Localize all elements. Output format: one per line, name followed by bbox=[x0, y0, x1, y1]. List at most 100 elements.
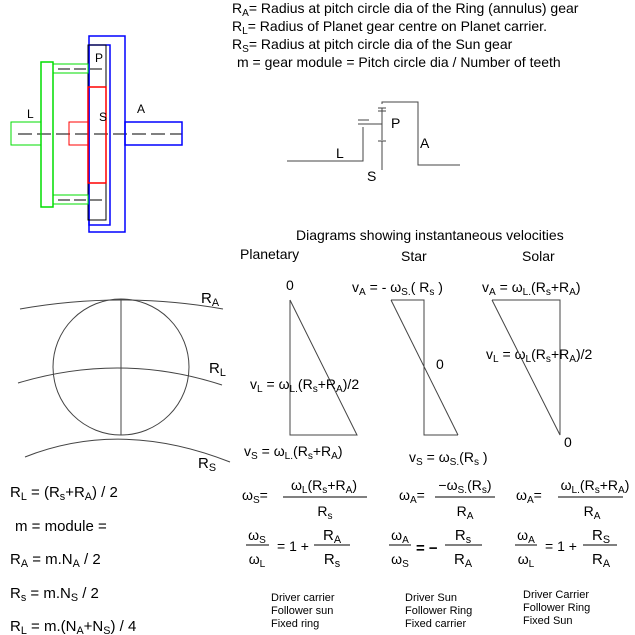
formula-text: ) / 2 bbox=[92, 484, 118, 501]
planetary-ratio-rnum: RA bbox=[323, 527, 342, 546]
subscript: A bbox=[618, 485, 625, 496]
gear-schematic: L P S A bbox=[287, 101, 460, 184]
star-velocity-triangle bbox=[390, 299, 459, 436]
formula-text: ) bbox=[576, 279, 581, 295]
subscript: A bbox=[410, 495, 417, 506]
definition-rl: RL= Radius of Planet gear centre on Plan… bbox=[232, 18, 547, 37]
formula-text: (R bbox=[531, 279, 546, 295]
formula-text: R bbox=[10, 585, 21, 602]
heading-planetary: Planetary bbox=[240, 246, 299, 262]
subscript: S bbox=[242, 44, 249, 55]
formula-text: (R bbox=[308, 477, 323, 493]
star-zero: 0 bbox=[436, 356, 444, 372]
label-carrier: L bbox=[27, 107, 34, 121]
formula-text: v bbox=[244, 443, 251, 459]
star-vs: vS = ωS.(Rs ) bbox=[409, 449, 488, 468]
formula-text: )/2 bbox=[576, 346, 593, 362]
solar-va: vA = ωL.(Rs+RA) bbox=[482, 279, 581, 298]
subscript: L bbox=[260, 559, 266, 570]
formula-text: = ω bbox=[258, 443, 285, 459]
ring-gear-inner bbox=[88, 44, 111, 226]
planetary-omega-lhs: ωS= bbox=[242, 487, 268, 506]
subscript: S bbox=[71, 592, 78, 604]
schematic-label-sun: S bbox=[367, 168, 376, 184]
subscript: L. bbox=[572, 485, 580, 496]
solar-omega-den: RA bbox=[584, 503, 601, 522]
relation-ra: RA = m.NA / 2 bbox=[10, 551, 101, 570]
formula-text: +R bbox=[551, 346, 569, 362]
subscript: A bbox=[465, 558, 473, 570]
formula-text: = ω bbox=[496, 279, 523, 295]
relation-rl: RL = (Rs+RA) / 2 bbox=[10, 484, 118, 503]
formula-text: R bbox=[10, 551, 21, 568]
formula-text: ω bbox=[561, 477, 572, 493]
star-note-follower: Follower Ring bbox=[405, 605, 472, 617]
subscript: A bbox=[402, 535, 409, 546]
formula-text: R bbox=[457, 503, 467, 519]
subscript: L. bbox=[285, 451, 293, 462]
label-sun: S bbox=[99, 110, 107, 124]
subscript: A bbox=[527, 495, 534, 506]
formula-text: = bbox=[260, 487, 268, 503]
planetary-note-follower: Follower sun bbox=[271, 605, 333, 617]
subscript: S bbox=[416, 457, 423, 468]
formula-text: −ω bbox=[438, 477, 457, 493]
subscript: s bbox=[546, 287, 551, 298]
solar-ratio-num: ωA bbox=[517, 527, 535, 546]
formula-text: R bbox=[10, 484, 21, 501]
planetary-omega-den: Rs bbox=[317, 503, 332, 522]
star-note-driver: Driver Sun bbox=[405, 592, 457, 604]
solar-ratio-rnum: RS bbox=[592, 527, 610, 546]
schematic-label-ring: A bbox=[420, 135, 430, 151]
formula-text: R bbox=[324, 551, 335, 568]
subscript: A bbox=[212, 297, 220, 309]
formula-text: = bbox=[534, 487, 542, 503]
formula-text: R bbox=[201, 290, 212, 307]
subscript: S bbox=[402, 559, 409, 570]
subscript: L bbox=[526, 354, 532, 365]
formula-text: = ω bbox=[263, 376, 290, 392]
subscript: s bbox=[429, 287, 434, 298]
schematic-label-planet: P bbox=[391, 115, 400, 131]
subscript: s bbox=[313, 384, 318, 395]
solar-note-driver: Driver Carrier bbox=[523, 589, 589, 601]
formula-text: R bbox=[317, 503, 327, 519]
sun-gear bbox=[87, 86, 107, 184]
formula-text: v bbox=[482, 279, 489, 295]
formula-text: R bbox=[584, 503, 594, 519]
formula-text: = (R bbox=[27, 484, 60, 501]
subscript: L bbox=[21, 491, 27, 503]
subscript: A bbox=[334, 534, 342, 546]
planetary-ratio-rden: Rs bbox=[324, 551, 341, 570]
formula-text: R bbox=[592, 527, 603, 544]
subscript: S. bbox=[458, 485, 468, 496]
subscript: S bbox=[603, 534, 610, 546]
solar-note-follower: Follower Ring bbox=[523, 602, 590, 614]
formula-text: R bbox=[232, 18, 242, 34]
formula-text: ) bbox=[625, 477, 630, 493]
subscript: S bbox=[259, 535, 266, 546]
formula-text: +R bbox=[318, 376, 336, 392]
formula-text: R bbox=[198, 455, 209, 472]
subscript: L bbox=[493, 354, 499, 365]
formula-text: m = module = bbox=[15, 518, 107, 535]
formula-text: ω bbox=[516, 487, 527, 503]
subscript: A bbox=[73, 558, 81, 570]
planetary-vs: vS = ωL.(Rs+RA) bbox=[244, 443, 343, 462]
solar-omega-lhs: ωA= bbox=[516, 487, 542, 506]
formula-text: R bbox=[454, 551, 465, 568]
planetary-note-fixed: Fixed ring bbox=[271, 618, 319, 630]
label-rl: RL bbox=[209, 360, 226, 379]
star-omega-den: RA bbox=[457, 503, 474, 522]
formula-text: +R bbox=[327, 477, 345, 493]
subscript: s bbox=[308, 451, 313, 462]
subscript: L. bbox=[290, 384, 298, 395]
formula-text: = Radius at pitch circle dia of the Ring… bbox=[249, 0, 579, 16]
formula-text: = Radius at pitch circle dia of the Sun … bbox=[249, 36, 513, 52]
formula-text: ) bbox=[479, 449, 488, 465]
definition-ra: RA= Radius at pitch circle dia of the Ri… bbox=[232, 0, 579, 19]
formula-text: )/2 bbox=[343, 376, 360, 392]
formula-text: ω bbox=[399, 487, 410, 503]
label-ring: A bbox=[137, 102, 145, 116]
formula-text: ω bbox=[248, 527, 259, 543]
